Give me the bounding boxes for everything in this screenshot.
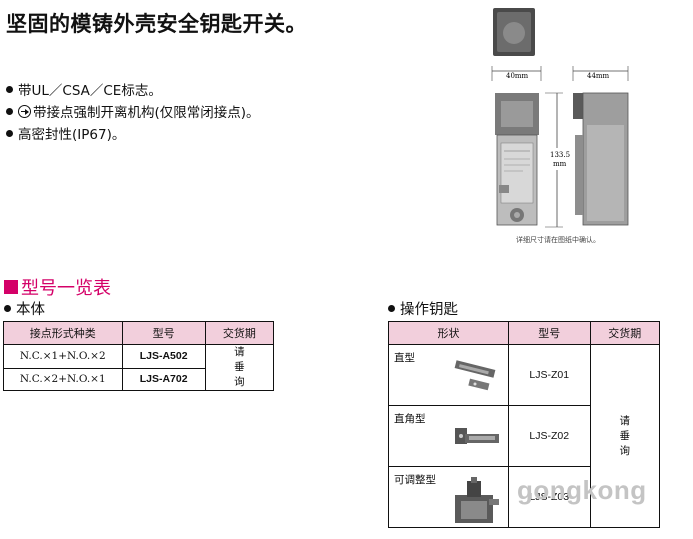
table-row: 可调整型 LJS-Z03 bbox=[387, 466, 660, 528]
angled-key-image bbox=[455, 428, 499, 444]
feature-item: 高密封性(IP67)。 bbox=[6, 123, 125, 143]
straight-key-image bbox=[454, 360, 496, 391]
model-cell: LJS-Z02 bbox=[508, 405, 591, 467]
feature-text: 带接点强制开离机构(仅限常闭接点)。 bbox=[33, 105, 260, 121]
height-unit: mm bbox=[553, 160, 567, 168]
col-header-delivery: 交货期 bbox=[589, 321, 660, 345]
table-header-row: 接点形式种类 型号 交货期 bbox=[3, 321, 275, 345]
col-header-contact: 接点形式种类 bbox=[3, 321, 123, 345]
table-row: N.C.×1+N.O.×2 LJS-A502 请 垂 询 bbox=[3, 344, 275, 391]
depth-dimension: 44mm bbox=[587, 72, 610, 80]
table-row: N.C.×2+N.O.×1 LJS-A702 bbox=[3, 367, 274, 391]
shape-name: 直角型 bbox=[394, 413, 426, 425]
shape-cell: 直角型 bbox=[387, 405, 510, 467]
width-dimension: 40mm bbox=[506, 72, 529, 80]
page-title: 坚固的模铸外壳安全钥匙开关。 bbox=[6, 11, 307, 36]
body-heading: 本体 bbox=[4, 298, 45, 319]
table-row: 直角型 LJS-Z02 bbox=[387, 405, 660, 467]
bullet-icon bbox=[6, 129, 13, 137]
dimension-note: 详细尺寸请在图纸中确认。 bbox=[516, 236, 600, 244]
model-cell: LJS-A502 bbox=[121, 344, 206, 369]
key-heading: 操作钥匙 bbox=[388, 298, 458, 319]
model-cell: LJS-A702 bbox=[121, 367, 206, 391]
col-header-model: 型号 bbox=[121, 321, 206, 345]
positive-opening-icon bbox=[18, 104, 31, 118]
shape-cell: 可调整型 bbox=[387, 466, 510, 528]
delivery-cell: 请 垂 询 bbox=[204, 344, 275, 391]
product-figure: 40mm 44mm 133.5 mm bbox=[491, 8, 629, 228]
shape-name: 直型 bbox=[394, 352, 415, 364]
key-heading-text: 操作钥匙 bbox=[400, 302, 458, 318]
bullet-icon bbox=[4, 305, 11, 312]
shape-name: 可调整型 bbox=[394, 474, 436, 486]
height-dimension: 133.5 bbox=[550, 151, 570, 159]
feature-text: 带UL／CSA／CE标志。 bbox=[18, 83, 162, 99]
body-heading-text: 本体 bbox=[16, 302, 45, 318]
square-icon bbox=[4, 280, 18, 294]
col-header-delivery: 交货期 bbox=[204, 321, 275, 345]
table-header-row: 形状 型号 交货期 bbox=[387, 321, 660, 345]
watermark: gongkong bbox=[517, 475, 647, 505]
table-row: 直型 LJS-Z01 请 垂 询 bbox=[387, 344, 660, 528]
shape-cell: 直型 bbox=[387, 344, 510, 406]
contact-spec-cell: N.C.×2+N.O.×1 bbox=[3, 367, 123, 391]
feature-item: 带接点强制开离机构(仅限常闭接点)。 bbox=[6, 101, 260, 121]
section-title-text: 型号一览表 bbox=[21, 278, 111, 299]
bullet-icon bbox=[6, 85, 13, 93]
body-model-table: 接点形式种类 型号 交货期 N.C.×1+N.O.×2 LJS-A502 请 垂… bbox=[3, 321, 275, 391]
col-header-shape: 形状 bbox=[387, 321, 510, 345]
key-model-table: 形状 型号 交货期 直型 LJS-Z01 请 垂 询 直角型 bbox=[387, 321, 660, 528]
delivery-cell: 请 垂 询 bbox=[589, 344, 660, 528]
col-header-model: 型号 bbox=[508, 321, 591, 345]
feature-item: 带UL／CSA／CE标志。 bbox=[6, 79, 162, 99]
section-title: 型号一览表 bbox=[4, 274, 111, 300]
bullet-icon bbox=[388, 305, 395, 312]
model-cell: LJS-Z01 bbox=[508, 344, 591, 406]
adjustable-key-image bbox=[455, 477, 499, 523]
bullet-icon bbox=[6, 107, 13, 115]
feature-text: 高密封性(IP67)。 bbox=[18, 127, 126, 143]
contact-spec-cell: N.C.×1+N.O.×2 bbox=[3, 344, 123, 369]
model-cell: LJS-Z03 bbox=[508, 466, 591, 528]
